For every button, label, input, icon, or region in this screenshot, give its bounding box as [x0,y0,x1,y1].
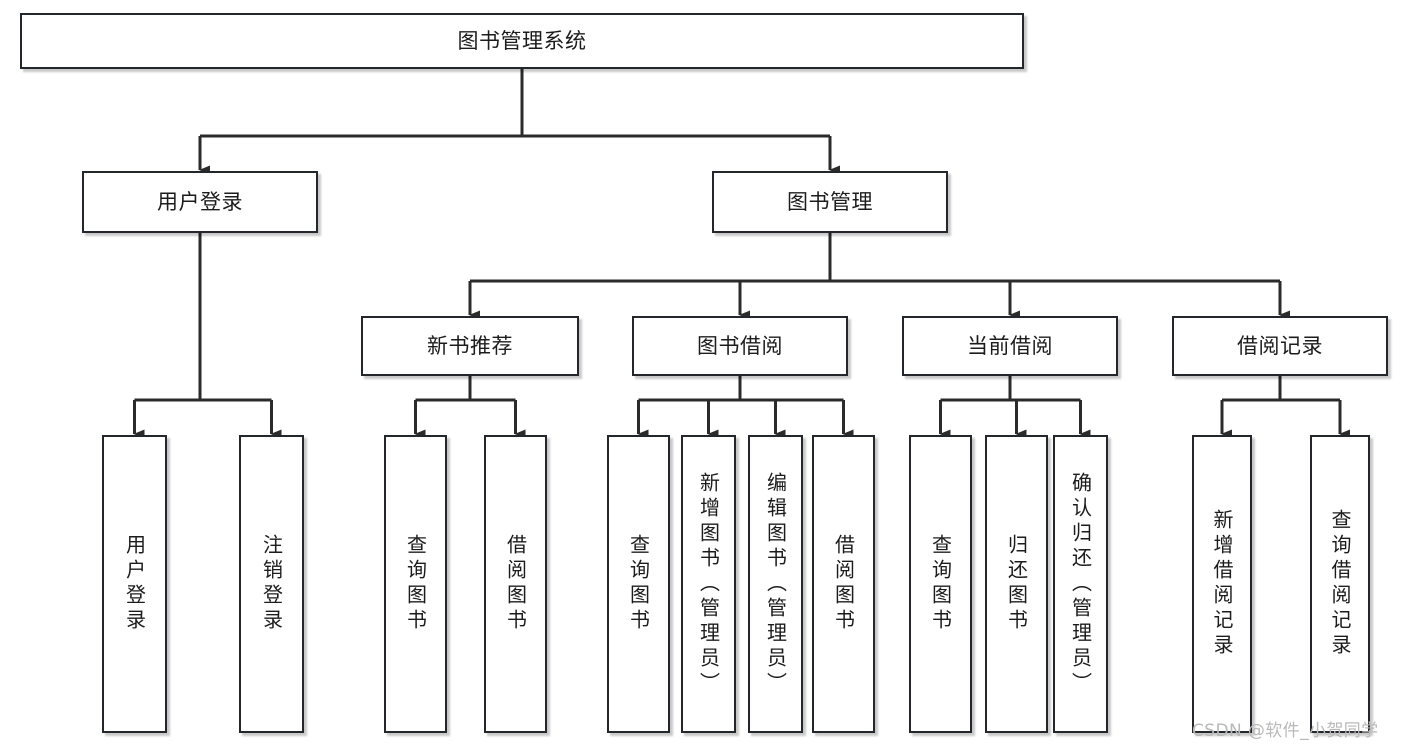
node-label-leaf-user-logout: 注销登录 [259,534,284,634]
node-label-root: 图书管理系统 [457,28,587,53]
node-new-book-rec[interactable]: 新书推荐 [361,316,579,376]
node-label-user-login: 用户登录 [157,189,243,214]
node-label-leaf-edit-book: 编辑图书（管理员） [763,471,788,697]
node-leaf-borrow-book-1[interactable]: 借阅图书 [484,435,547,733]
node-root[interactable]: 图书管理系统 [20,13,1024,69]
node-label-leaf-add-record: 新增借阅记录 [1210,509,1234,659]
node-label-leaf-query-record: 查询借阅记录 [1328,509,1352,659]
node-label-leaf-add-book: 新增图书（管理员） [696,471,721,697]
node-label-book-manage: 图书管理 [787,189,873,214]
node-label-leaf-query-book-3: 查询图书 [928,534,953,634]
node-book-borrow[interactable]: 图书借阅 [632,316,848,376]
node-leaf-borrow-book-2[interactable]: 借阅图书 [812,435,875,733]
node-label-leaf-confirm-return: 确认归还（管理员） [1068,471,1093,697]
node-leaf-query-book-3[interactable]: 查询图书 [909,435,972,733]
node-leaf-query-record[interactable]: 查询借阅记录 [1310,435,1370,733]
node-label-borrow-record: 借阅记录 [1237,333,1323,358]
node-leaf-confirm-return[interactable]: 确认归还（管理员） [1053,435,1108,733]
node-leaf-query-book-1[interactable]: 查询图书 [384,435,447,733]
node-label-new-book-rec: 新书推荐 [427,333,513,358]
node-borrow-record[interactable]: 借阅记录 [1172,316,1388,376]
node-leaf-user-login[interactable]: 用户登录 [102,435,167,733]
node-current-borrow[interactable]: 当前借阅 [902,316,1118,376]
node-leaf-return-book[interactable]: 归还图书 [985,435,1048,733]
node-label-leaf-borrow-book-2: 借阅图书 [831,534,856,634]
node-leaf-add-book[interactable]: 新增图书（管理员） [681,435,736,733]
node-leaf-query-book-2[interactable]: 查询图书 [607,435,670,733]
node-leaf-add-record[interactable]: 新增借阅记录 [1192,435,1252,733]
node-label-leaf-return-book: 归还图书 [1004,534,1029,634]
node-label-leaf-query-book-2: 查询图书 [626,534,651,634]
node-leaf-user-logout[interactable]: 注销登录 [239,435,304,733]
node-book-manage[interactable]: 图书管理 [712,171,948,233]
node-label-leaf-query-book-1: 查询图书 [403,534,428,634]
node-label-leaf-borrow-book-1: 借阅图书 [503,534,528,634]
node-label-leaf-user-login: 用户登录 [122,534,147,634]
node-leaf-edit-book[interactable]: 编辑图书（管理员） [748,435,803,733]
node-label-book-borrow: 图书借阅 [697,333,783,358]
node-label-current-borrow: 当前借阅 [967,333,1053,358]
node-user-login[interactable]: 用户登录 [82,171,318,233]
